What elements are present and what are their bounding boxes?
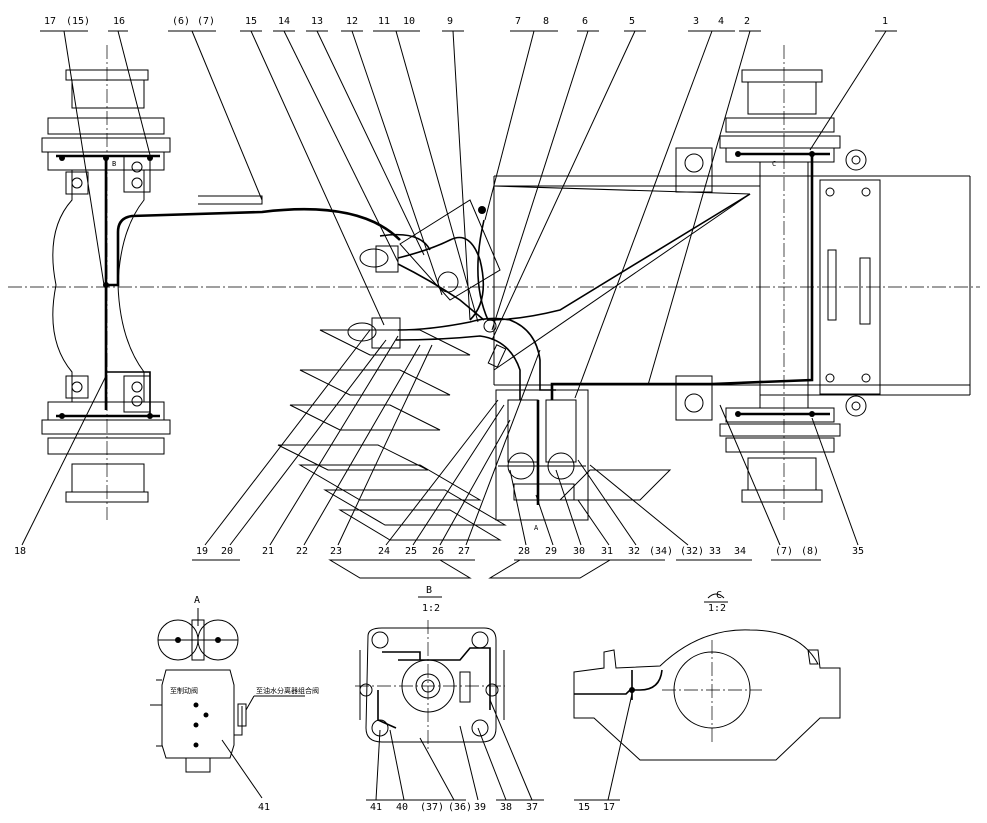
callout: (36) [448, 802, 472, 813]
callout: 21 [262, 546, 274, 557]
callout: 14 [278, 16, 290, 27]
view-marker-a: A [534, 524, 539, 532]
callout: 2 [744, 16, 750, 27]
projected-grid [277, 329, 672, 579]
callout: 18 [14, 546, 26, 557]
callout: 41 [370, 802, 382, 813]
right-axle-assembly: C [550, 69, 881, 503]
callout: 41 [258, 802, 270, 813]
callout: 25 [405, 546, 417, 557]
bottom-callouts: 18 19 20 21 22 23 24 25 26 27 28 29 30 3… [14, 546, 864, 557]
callout: 9 [447, 16, 453, 27]
detail-view-c: C 1:2 15 17 [573, 590, 841, 813]
callout: 37 [526, 802, 538, 813]
callout: 31 [601, 546, 613, 557]
view-label-b: B [426, 585, 432, 596]
left-axle-assembly: B [41, 69, 401, 503]
callout: 27 [458, 546, 470, 557]
callout: 40 [396, 802, 408, 813]
callout: 19 [196, 546, 208, 557]
top-callouts: 17 (15) 16 (6) (7) 15 14 13 12 11 10 9 7… [44, 16, 888, 27]
air-tank-box: A [495, 389, 589, 532]
callout: 16 [113, 16, 125, 27]
callout: 8 [543, 16, 549, 27]
callout: 5 [629, 16, 635, 27]
callout: 1 [882, 16, 888, 27]
callout: 20 [221, 546, 233, 557]
tank-note: 至制动阀 [170, 686, 198, 695]
callout: 12 [346, 16, 358, 27]
callout: 17 [44, 16, 56, 27]
callout: (7) [197, 16, 215, 27]
bottom-leader-lines [21, 329, 859, 546]
detail-view-b: B 1:2 40 41 (37) (36) 39 38 37 [355, 585, 544, 813]
view-scale-b: 1:2 [422, 603, 440, 614]
callout: 15 [578, 802, 590, 813]
view-label-c: C [716, 590, 722, 601]
callout: 24 [378, 546, 390, 557]
callout: 28 [518, 546, 530, 557]
callout: (8) [801, 546, 819, 557]
callout: 26 [432, 546, 444, 557]
view-marker-c: C [772, 160, 776, 168]
callout: (34) [649, 546, 673, 557]
callout: (15) [66, 16, 90, 27]
callout: 35 [852, 546, 864, 557]
callout: 17 [603, 802, 615, 813]
callout: (32) [680, 546, 704, 557]
callout: 6 [582, 16, 588, 27]
callout: 22 [296, 546, 308, 557]
callout: 10 [403, 16, 415, 27]
callout: 15 [245, 16, 257, 27]
central-valve-group [198, 193, 751, 400]
callout: (6) [172, 16, 190, 27]
callout: 29 [545, 546, 557, 557]
valve-note: 至油水分离器组合阀 [256, 686, 319, 695]
view-marker-b: B [112, 160, 116, 168]
callout: 13 [311, 16, 323, 27]
callout: 7 [515, 16, 521, 27]
callout: 34 [734, 546, 746, 557]
callout: 11 [378, 16, 390, 27]
callout: (7) [775, 546, 793, 557]
view-label-a: A [194, 595, 200, 606]
callout: 30 [573, 546, 585, 557]
frame-rail [493, 147, 971, 421]
callout: 23 [330, 546, 342, 557]
view-scale-c: 1:2 [708, 603, 726, 614]
callout: 39 [474, 802, 486, 813]
callout: 3 [693, 16, 699, 27]
detail-view-a: A 至制动阀 至油水分离器组合阀 [150, 595, 319, 799]
callout: (37) [420, 802, 444, 813]
callout: 4 [718, 16, 724, 27]
callout: 38 [500, 802, 512, 813]
callout: 33 [709, 546, 721, 557]
callout: 32 [628, 546, 640, 557]
